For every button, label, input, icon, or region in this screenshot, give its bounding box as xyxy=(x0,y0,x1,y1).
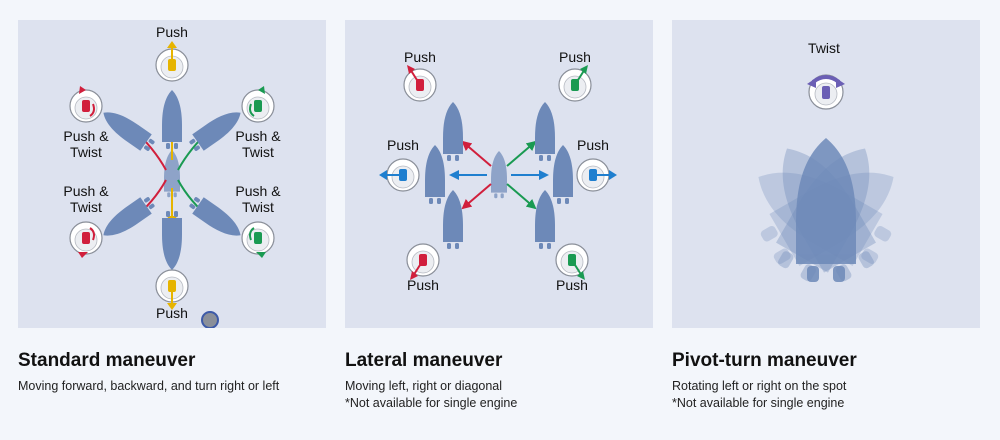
boat-forward-icon xyxy=(162,90,182,149)
lateral-maneuver-diagram: Push Push Push Push Push Push xyxy=(379,49,617,293)
diag-backward-left-arrow-icon xyxy=(461,183,492,210)
caption-line-2: *Not available for single engine xyxy=(672,396,845,410)
label-twist: Twist xyxy=(808,40,840,56)
pivot-turn-maneuver-panel: Twist xyxy=(672,20,980,328)
label-push-bottom-left: Push xyxy=(407,277,439,293)
caption-line-2: *Not available for single engine xyxy=(345,396,518,410)
boat-forward-left-icon xyxy=(443,102,463,161)
label-push-left: Push xyxy=(387,137,419,153)
caption-line-1: Moving forward, backward, and turn right… xyxy=(18,379,280,393)
boat-backward-right-icon xyxy=(535,190,555,249)
label-push-bottom: Push xyxy=(156,305,188,321)
pivot-turn-maneuver-diagram: Twist xyxy=(743,40,909,289)
lateral-maneuver-panel: Push Push Push Push Push Push xyxy=(345,20,653,328)
boat-right-icon xyxy=(553,145,573,204)
label-push-top: Push xyxy=(156,24,188,40)
caption-pivot-turn: Pivot-turn maneuver Rotating left or rig… xyxy=(672,350,992,412)
caption-lateral: Lateral maneuver Moving left, right or d… xyxy=(345,350,665,412)
joystick-push-twist-forward-left-icon xyxy=(69,86,103,123)
standard-maneuver-diagram: Push Push Push & Twist Push & Twist Push… xyxy=(63,24,281,328)
label-push-twist-bottom-right-1: Push & xyxy=(235,183,281,199)
joystick-push-backward-right-icon xyxy=(555,243,589,280)
joystick-push-twist-forward-right-icon xyxy=(241,86,275,123)
caption-title: Pivot-turn maneuver xyxy=(672,350,857,371)
standard-maneuver-panel: Push Push Push & Twist Push & Twist Push… xyxy=(18,20,326,328)
label-push-top-left: Push xyxy=(404,49,436,65)
joystick-twist-icon xyxy=(807,74,845,110)
diag-forward-left-arrow-icon xyxy=(461,140,492,167)
label-push-twist-top-left-1: Push & xyxy=(63,128,109,144)
boat-backward-right-icon xyxy=(186,193,247,244)
label-push-right: Push xyxy=(577,137,609,153)
boat-backward-left-icon xyxy=(443,190,463,249)
label-push-twist-top-left-2: Twist xyxy=(70,144,102,160)
record-indicator-icon[interactable] xyxy=(201,311,219,328)
caption-title: Standard maneuver xyxy=(18,350,196,371)
label-push-twist-bottom-left-1: Push & xyxy=(63,183,109,199)
joystick-push-twist-backward-left-icon xyxy=(69,221,103,258)
boat-backward-icon xyxy=(162,211,182,270)
joystick-push-right-icon xyxy=(576,158,617,192)
label-push-twist-bottom-left-2: Twist xyxy=(70,199,102,215)
boat-left-icon xyxy=(425,145,445,204)
caption-line-1: Rotating left or right on the spot xyxy=(672,379,847,393)
joystick-push-left-icon xyxy=(379,158,420,192)
boat-forward-right-icon xyxy=(535,102,555,161)
joystick-push-twist-backward-right-icon xyxy=(241,221,275,258)
label-push-twist-top-right-2: Twist xyxy=(242,144,274,160)
joystick-push-backward-left-icon xyxy=(406,243,440,280)
joystick-push-forward-left-icon xyxy=(403,65,437,102)
caption-title: Lateral maneuver xyxy=(345,350,503,371)
joystick-push-forward-icon xyxy=(155,41,189,82)
center-boat-icon xyxy=(491,151,507,199)
label-push-top-right: Push xyxy=(559,49,591,65)
label-push-twist-bottom-right-2: Twist xyxy=(242,199,274,215)
label-push-twist-top-right-1: Push & xyxy=(235,128,281,144)
joystick-push-backward-icon xyxy=(155,269,189,310)
caption-line-1: Moving left, right or diagonal xyxy=(345,379,503,393)
pivot-boat-group xyxy=(743,133,909,289)
label-push-bottom-right: Push xyxy=(556,277,588,293)
diag-forward-right-arrow-icon xyxy=(506,140,537,167)
joystick-push-forward-right-icon xyxy=(558,65,592,102)
diag-backward-right-arrow-icon xyxy=(506,183,537,210)
caption-standard: Standard maneuver Moving forward, backwa… xyxy=(18,350,338,395)
boat-backward-left-icon xyxy=(97,193,158,244)
